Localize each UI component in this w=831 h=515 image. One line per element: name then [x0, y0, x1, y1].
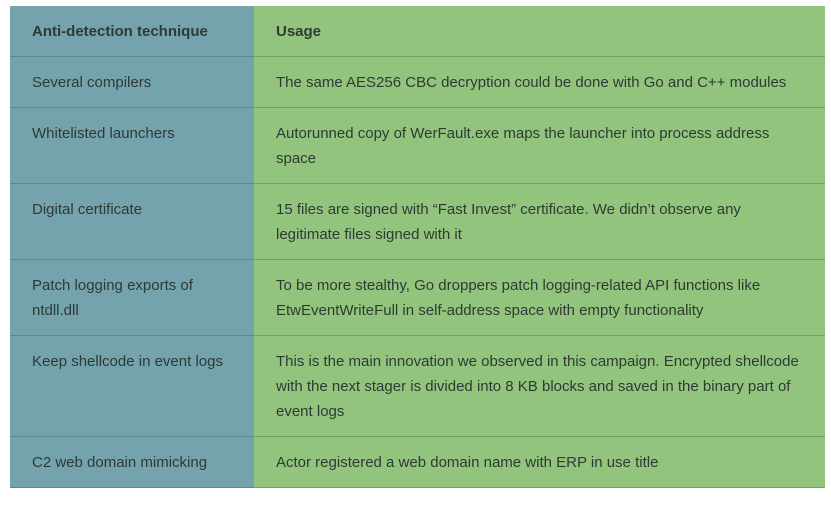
header-usage: Usage: [254, 6, 825, 57]
table-row: Whitelisted launchers Autorunned copy of…: [10, 107, 825, 184]
table-header-row: Anti-detection technique Usage: [10, 6, 825, 57]
anti-detection-table: Anti-detection technique Usage Several c…: [10, 6, 825, 488]
technique-cell: Keep shellcode in event logs: [10, 335, 254, 437]
usage-cell: To be more stealthy, Go droppers patch l…: [254, 259, 825, 336]
table-row: Digital certificate 15 files are signed …: [10, 183, 825, 260]
usage-cell: This is the main innovation we observed …: [254, 335, 825, 437]
technique-cell: Digital certificate: [10, 183, 254, 260]
table-row: C2 web domain mimicking Actor registered…: [10, 436, 825, 488]
technique-cell: Several compilers: [10, 56, 254, 108]
technique-cell: Whitelisted launchers: [10, 107, 254, 184]
technique-cell: C2 web domain mimicking: [10, 436, 254, 488]
usage-cell: Actor registered a web domain name with …: [254, 436, 825, 488]
usage-cell: The same AES256 CBC decryption could be …: [254, 56, 825, 108]
usage-cell: 15 files are signed with “Fast Invest” c…: [254, 183, 825, 260]
usage-cell: Autorunned copy of WerFault.exe maps the…: [254, 107, 825, 184]
header-technique: Anti-detection technique: [10, 6, 254, 57]
table-row: Several compilers The same AES256 CBC de…: [10, 56, 825, 108]
table-row: Keep shellcode in event logs This is the…: [10, 335, 825, 437]
table-row: Patch logging exports of ntdll.dll To be…: [10, 259, 825, 336]
technique-cell: Patch logging exports of ntdll.dll: [10, 259, 254, 336]
